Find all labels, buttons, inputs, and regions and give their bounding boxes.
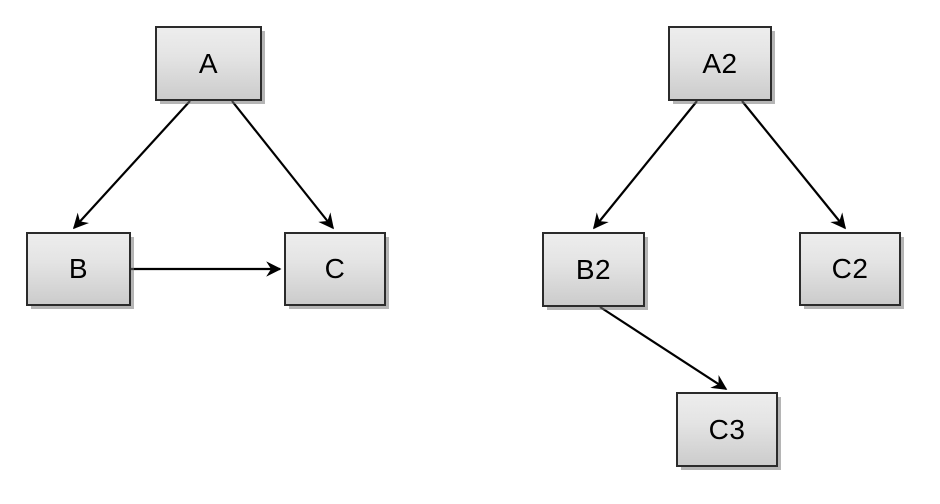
node-label: A [198,47,219,79]
node-c[interactable]: C [284,232,386,306]
node-b[interactable]: B [26,232,131,306]
node-label: B [68,253,89,284]
node-c2[interactable]: C2 [799,232,901,306]
node-label: A2 [702,47,738,79]
node-label: C2 [831,253,869,284]
edge-a-c [231,100,334,230]
node-label: C3 [708,413,746,445]
edge-a-b [72,100,191,230]
edge-a2-b2 [593,100,698,230]
node-a2[interactable]: A2 [668,26,772,101]
edge-a2-c2 [741,100,846,230]
edge-group [72,100,846,390]
node-b2[interactable]: B2 [542,232,645,307]
node-label: B2 [575,253,612,285]
node-label: C [324,253,346,284]
edge-b2-c3 [599,306,728,390]
node-c3[interactable]: C3 [676,392,778,467]
node-a[interactable]: A [155,26,262,101]
